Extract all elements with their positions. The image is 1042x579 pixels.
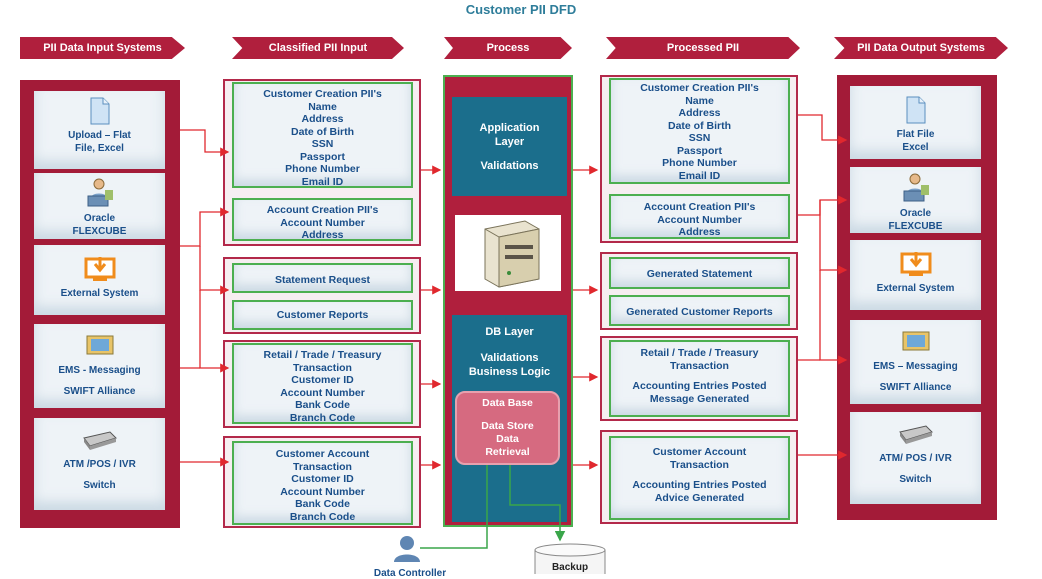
classified-customer-creation: Customer Creation PII's Name Address Dat… (232, 82, 413, 188)
application-layer: Application Layer Validations (452, 97, 567, 196)
backup-database-icon (534, 543, 606, 574)
output-system-flat-file: Flat File Excel (850, 86, 981, 159)
arrow-processed-to-external (819, 200, 848, 275)
diagram-title: Customer PII DFD (465, 2, 577, 17)
arrow-oracle-to-statement (199, 246, 230, 295)
line-db-to-controller (420, 465, 488, 549)
messaging-device-icon (902, 331, 929, 351)
header-output-systems: PII Data Output Systems (834, 37, 1008, 59)
classified-customer-account: Customer Account Transaction Customer ID… (232, 441, 413, 525)
arrow-to-retail (199, 290, 230, 373)
output-system-oracle: Oracle FLEXCUBE (850, 167, 981, 233)
server-box (455, 215, 561, 291)
classified-account-creation: Account Creation PII's Account Number Ad… (232, 198, 413, 241)
input-system-atm: ATM /POS / IVR Switch (34, 418, 165, 510)
processed-customer-creation: Customer Creation PII's Name Address Dat… (609, 78, 790, 184)
processed-generated-statement: Generated Statement (609, 257, 790, 289)
arrow-processed-to-flatfile (798, 114, 848, 145)
server-icon (484, 220, 540, 288)
header-classified: Classified PII Input (232, 37, 404, 59)
document-icon (90, 97, 109, 125)
user-at-computer-icon (903, 173, 929, 202)
output-system-ems: EMS – Messaging SWIFT Alliance (850, 320, 981, 404)
classified-statement-request: Statement Request (232, 263, 413, 293)
switch-device-icon (82, 431, 117, 450)
processed-retail-transaction: Retail / Trade / Treasury Transaction Ac… (609, 340, 790, 417)
input-system-upload: Upload – Flat File, Excel (34, 91, 165, 169)
input-system-oracle: Oracle FLEXCUBE (34, 173, 165, 239)
input-system-ems: EMS - Messaging SWIFT Alliance (34, 324, 165, 408)
download-monitor-icon (84, 257, 115, 281)
header-process: Process (444, 37, 572, 59)
processed-generated-reports: Generated Customer Reports (609, 295, 790, 326)
messaging-device-icon (86, 335, 113, 355)
output-system-atm: ATM/ POS / IVR Switch (850, 412, 981, 504)
switch-device-icon (898, 425, 933, 444)
header-processed: Processed PII (606, 37, 800, 59)
backup-label: Backup (551, 562, 589, 573)
download-monitor-icon (900, 252, 931, 276)
classified-retail-transaction: Retail / Trade / Treasury Transaction Cu… (232, 343, 413, 424)
arrow-db-to-backup (509, 465, 566, 542)
arrow-oracle-to-account (180, 207, 230, 247)
output-system-external: External System (850, 240, 981, 310)
user-at-computer-icon (87, 178, 113, 207)
arrow-processed-to-ems (819, 270, 848, 365)
processed-account-creation: Account Creation PII's Account Number Ad… (609, 194, 790, 239)
header-input-systems: PII Data Input Systems (20, 37, 185, 59)
processed-customer-account: Customer Account Transaction Accounting … (609, 436, 790, 520)
classified-customer-reports: Customer Reports (232, 300, 413, 330)
input-system-external: External System (34, 245, 165, 315)
document-icon (906, 96, 925, 124)
person-icon (394, 536, 420, 562)
arrow-upload-to-customer-creation (180, 129, 230, 157)
database-box: Data Base Data Store Data Retrieval (455, 391, 560, 465)
arrow-processed-to-oracle (798, 195, 848, 216)
